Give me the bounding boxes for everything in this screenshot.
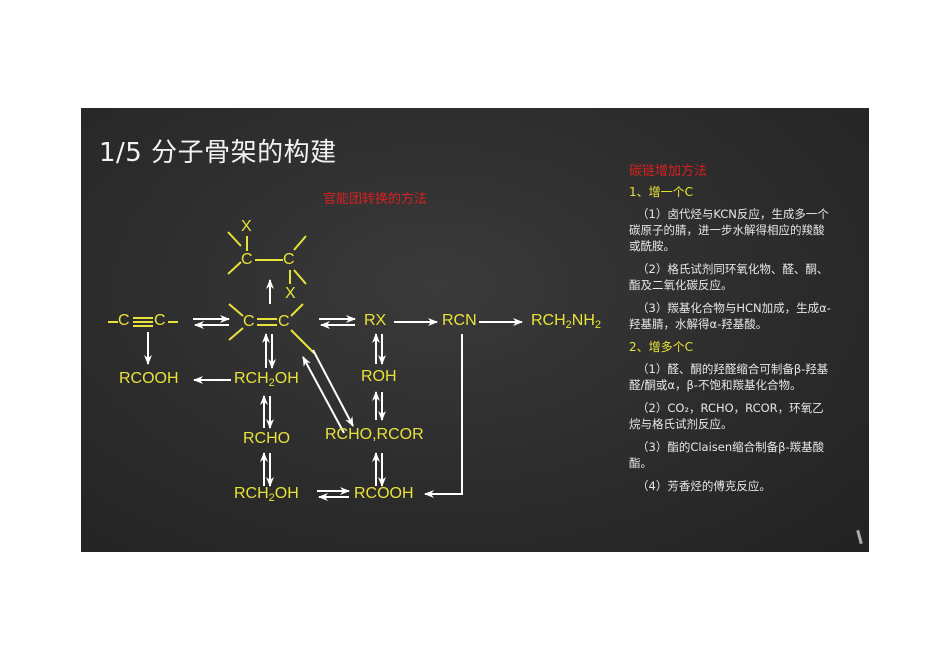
slide-title: 1/5 分子骨架的构建 xyxy=(99,138,337,168)
dihalide-x-top: X xyxy=(241,218,252,235)
method-item: （2）格氏试剂同环氧化物、醛、酮、酯及二氧化碳反应。 xyxy=(629,262,829,292)
panel-heading: 碳链增加方法 xyxy=(629,164,708,179)
method-item: （1）醛、酮的羟醛缩合可制备β-羟基醛/酮或α，β-不饱和羰基化合物。 xyxy=(629,362,829,392)
method-item: （4）芳香烃的傅克反应。 xyxy=(637,479,771,493)
diagram-subtitle: 官能团转换的方法 xyxy=(323,192,428,207)
section-add-multiple-carbons: 2、增多个C xyxy=(629,340,694,354)
node-alcohol-2: RCH2OH xyxy=(234,485,299,504)
section-add-one-carbon: 1、增一个C xyxy=(629,185,694,199)
alkene-carbon-2: C xyxy=(278,313,290,330)
arrow-alkene-to-ketone xyxy=(312,349,354,427)
node-alcohol-1: RCH2OH xyxy=(234,370,299,389)
method-item: （3）酯的Claisen缩合制备β-羰基酸酯。 xyxy=(629,440,825,470)
node-amine: RCH2NH2 xyxy=(531,312,602,331)
chalkboard-slide: 1/5 分子骨架的构建 官能团转换的方法 xyxy=(81,108,869,552)
node-roh: ROH xyxy=(361,368,397,385)
carbon-chain-panel: 碳链增加方法 1、增一个C （1）卤代烃与KCN反应，生成多一个碳原子的腈，进一… xyxy=(629,164,834,501)
reaction-diagram xyxy=(108,231,523,501)
alkyne-carbon-1: C xyxy=(118,312,130,329)
alkyne-carbon-2: C xyxy=(154,312,166,329)
dihalide-carbon-2: C xyxy=(283,251,295,268)
arrow-ketone-to-alkene xyxy=(302,356,345,434)
node-rcho: RCHO xyxy=(243,430,291,447)
dihalide-carbon-1: C xyxy=(241,251,253,268)
alkene-carbon-1: C xyxy=(243,313,255,330)
dihalide-bonds xyxy=(108,231,315,354)
arrow-rcn-to-rcooh xyxy=(424,334,463,498)
dihalide-x-bottom: X xyxy=(285,285,296,302)
chalk-mark-decoration xyxy=(856,529,863,545)
node-rcho-rcor: RCHO,RCOR xyxy=(325,426,424,443)
node-rx: RX xyxy=(364,312,387,329)
node-rcooh-left: RCOOH xyxy=(119,370,179,387)
method-item: （3）羰基化合物与HCN加成，生成α-羟基腈，水解得α-羟基酸。 xyxy=(629,301,831,331)
node-rcn: RCN xyxy=(442,312,477,329)
method-item: （1）卤代烃与KCN反应，生成多一个碳原子的腈，进一步水解得相应的羧酸或酰胺。 xyxy=(629,207,829,253)
node-rcooh-bottom: RCOOH xyxy=(354,485,414,502)
method-item: （2）CO₂，RCHO，RCOR，环氧乙烷与格氏试剂反应。 xyxy=(629,401,824,431)
